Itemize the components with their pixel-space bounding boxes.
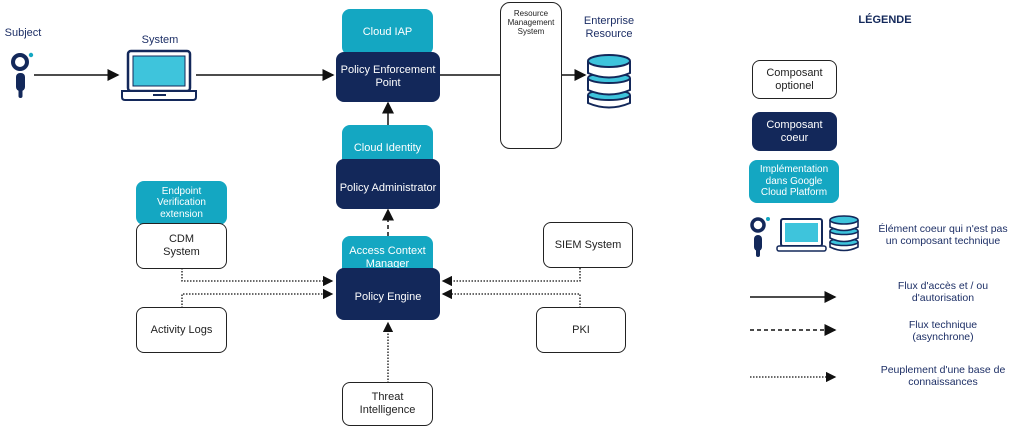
flow-pki-pe [441, 288, 581, 308]
policy-administrator-box: Policy Administrator [336, 159, 440, 209]
legend-flow-technical-text: Flux technique (asynchrone) [908, 318, 978, 343]
subject-label: Subject [4, 26, 42, 39]
resource-management-system-box: Resource Management System [500, 2, 562, 149]
legend-non-technical-text: Élément coeur qui n'est pas un composant… [878, 222, 1008, 247]
legend-flow-access-text: Flux d'accès et / ou d'autorisation [897, 279, 989, 304]
legend-flow-knowledge-text: Peuplement d'une base de connaissances [880, 363, 1006, 388]
policy-engine-box: Policy Engine [336, 268, 440, 320]
system-label: System [141, 33, 179, 46]
legend-core-box: Composant coeur [752, 112, 837, 151]
person-icon [11, 52, 34, 98]
legend-person-icon [750, 217, 770, 257]
threat-intelligence-box: Threat Intelligence [342, 382, 433, 426]
flow-siem-pe [441, 268, 581, 287]
legend-title: LÉGENDE [858, 13, 912, 26]
flow-activity-pe [181, 288, 334, 308]
legend-optional-box: Composant optionel [752, 60, 837, 99]
database-icon [587, 54, 631, 109]
legend-laptop-icon [776, 218, 827, 252]
legend-database-icon [829, 215, 859, 252]
enterprise-resource-label: Enterprise Resource [583, 15, 635, 40]
policy-enforcement-point-box: Policy Enforcement Point [336, 52, 440, 102]
cloud-iap-box: Cloud IAP [342, 9, 433, 55]
flow-cdm-pe [181, 268, 334, 287]
laptop-icon [121, 49, 197, 101]
legend-gcp-box: Implémentation dans Google Cloud Platfor… [749, 160, 839, 203]
cdm-system-box: CDM System [136, 223, 227, 269]
endpoint-verification-box: Endpoint Verification extension [136, 181, 227, 225]
siem-system-box: SIEM System [543, 222, 633, 268]
pki-box: PKI [536, 307, 626, 353]
activity-logs-box: Activity Logs [136, 307, 227, 353]
